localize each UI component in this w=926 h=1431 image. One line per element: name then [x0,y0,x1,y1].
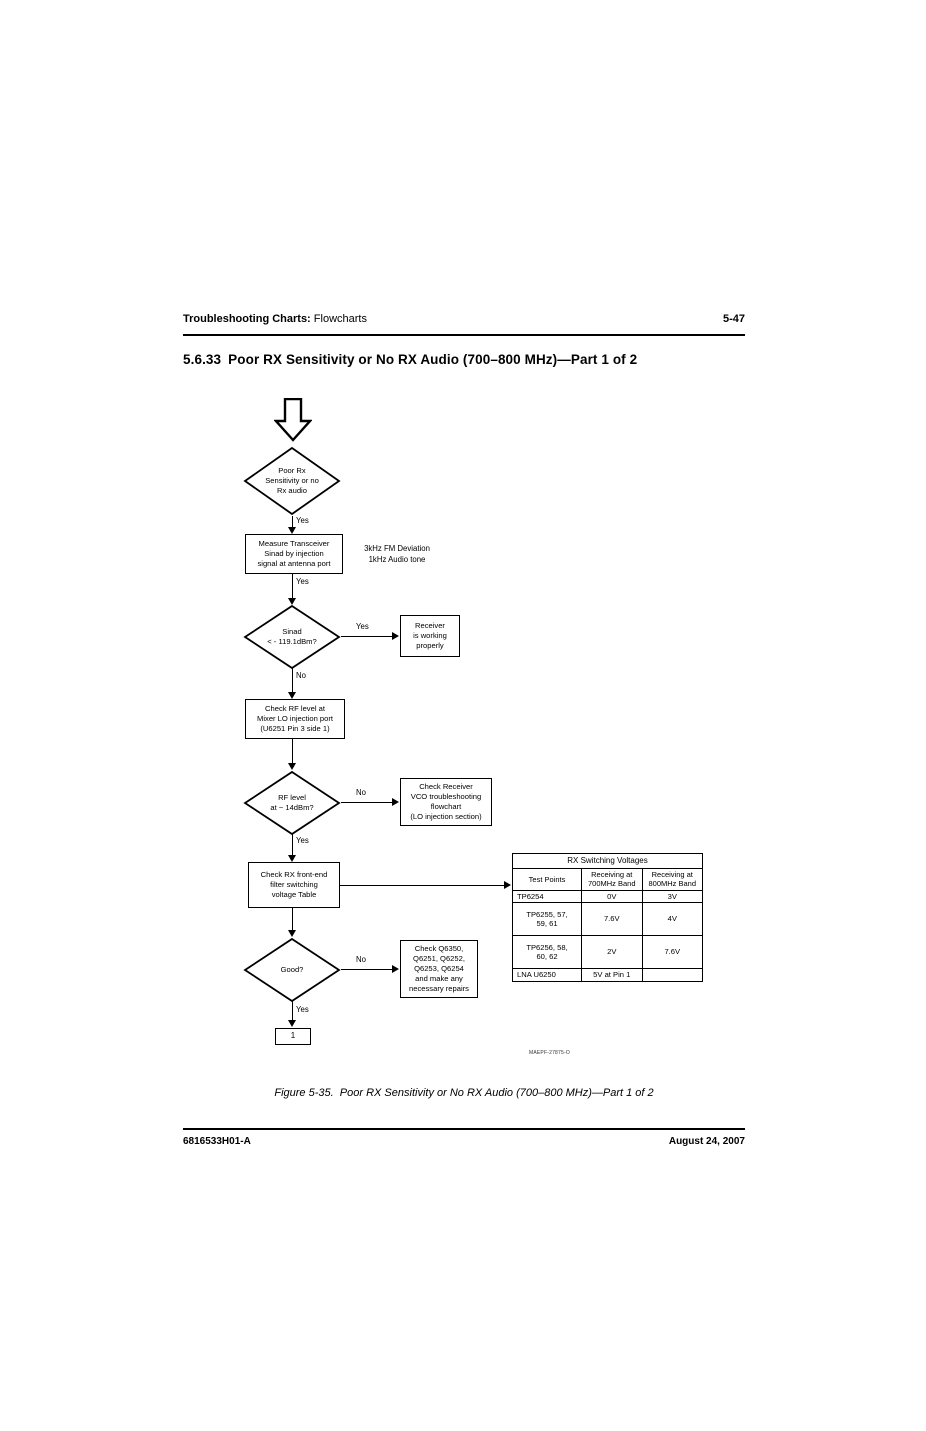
edge-n5-n6-arrow [287,763,296,770]
edge-label-n9-no: No [356,955,366,964]
section-number: 5.6.33 [183,352,222,367]
table-header-700mhz: Receiving at 700MHz Band [581,868,643,891]
process-receiver-working-properly: Receiver is working properly [400,615,460,657]
figure-caption: Figure 5-35. Poor RX Sensitivity or No R… [183,1087,745,1099]
table-header-700mhz-line2: 700MHz Band [587,879,636,889]
edge-n2-n3-arrow [287,598,296,605]
edge-n3-n5-arrow [287,692,296,699]
connector-page-1: 1 [275,1028,311,1045]
table-header-test-points: Test Points [512,868,582,891]
edge-n5-n6-line [292,739,293,765]
edge-label-n2-yes: Yes [296,577,309,586]
table-cell-700: 2V [581,935,643,970]
edge-n9-n10-arrow [392,964,399,973]
edge-n6-n8-line [292,834,293,856]
header-title-rest: Flowcharts [313,313,367,325]
process-check-receiver-vco-flowchart: Check Receiver VCO troubleshooting flowc… [400,778,492,826]
decision-good: Good? [243,937,341,1003]
process-measure-transceiver-sinad: Measure Transceiver Sinad by injection s… [245,534,343,574]
table-header-700mhz-line1: Receiving at [591,870,633,879]
header-title-bold: Troubleshooting Charts: [183,313,311,325]
process-check-rf-level-mixer-lo: Check RF level at Mixer LO injection por… [245,699,345,739]
edge-n8-table-arrow [504,880,511,889]
edge-n2-n3-line [292,574,293,600]
edge-n6-n8-arrow [287,855,296,862]
table-cell-700: 5V at Pin 1 [581,968,643,982]
edge-n3-n4-line [341,636,393,637]
figure-caption-text: Poor RX Sensitivity or No RX Audio (700–… [339,1087,654,1099]
header-rule [183,334,745,336]
footer-date: August 24, 2007 [668,1136,745,1147]
table-header-row: Test Points Receiving at 700MHz Band Rec… [512,868,703,891]
table-header-800mhz: Receiving at 800MHz Band [641,868,703,891]
edge-n9-n11-arrow [287,1020,296,1027]
table-cell-test-point: TP6254 [512,889,582,904]
table-row: TP6256, 58, 60, 62 2V 7.6V [512,935,703,970]
edge-label-n6-no: No [356,788,366,797]
decision-good-label: Good? [280,964,304,974]
table-cell-700: 0V [581,889,643,904]
edge-n8-table-line [340,885,505,886]
decision-rf-level: RF level at ~ 14dBm? [243,770,341,836]
table-cell-800: 4V [641,902,703,937]
edge-n6-n7-line [341,802,393,803]
table-cell-800: 7.6V [641,935,703,970]
edge-label-n6-yes: Yes [296,836,309,845]
process-check-rx-front-end-filter: Check RX front-end filter switching volt… [248,862,340,908]
decision-sinad-threshold-label: Sinad < - 119.1dBm? [267,626,317,646]
header-page-number: 5-47 [722,313,745,325]
section-heading: 5.6.33 Poor RX Sensitivity or No RX Audio… [183,352,637,367]
footer-document-number: 6816533H01-A [183,1136,251,1147]
edge-label-n9-yes: Yes [296,1005,309,1014]
figure-code: MAEPF-27875-O [529,1050,570,1056]
table-cell-test-point: TP6256, 58, 60, 62 [512,935,582,970]
table-row: TP6254 0V 3V [512,889,703,904]
page-footer: 6816533H01-A August 24, 2007 [183,1136,745,1152]
edge-n6-n7-arrow [392,797,399,806]
table-cell-700: 7.6V [581,902,643,937]
edge-label-n1-yes: Yes [296,516,309,525]
table-row: TP6255, 57, 59, 61 7.6V 4V [512,902,703,937]
table-title-row: RX Switching Voltages [512,853,703,869]
edge-n8-n9-line [292,908,293,931]
edge-n8-n9-arrow [287,930,296,937]
process-check-transistors-repairs: Check Q6350, Q6251, Q6252, Q6253, Q6254 … [400,940,478,998]
edge-n1-n2-line [292,516,293,528]
decision-poor-rx-sensitivity: Poor Rx Sensitivity or no Rx audio [243,446,341,516]
page-header: Troubleshooting Charts: Flowcharts 5-47 [183,313,745,331]
decision-poor-rx-sensitivity-label: Poor Rx Sensitivity or no Rx audio [265,465,319,495]
edge-n9-n10-line [341,969,393,970]
table-cell-test-point: TP6255, 57, 59, 61 [512,902,582,937]
note-fm-deviation: 3kHz FM Deviation 1kHz Audio tone [364,544,430,564]
footer-rule [183,1128,745,1130]
table-cell-800: 3V [641,889,703,904]
table-header-800mhz-line1: Receiving at [651,870,693,879]
figure-caption-label: Figure 5-35. [274,1087,334,1099]
section-title-text: Poor RX Sensitivity or No RX Audio (700–… [228,352,638,367]
decision-rf-level-label: RF level at ~ 14dBm? [270,792,314,812]
edge-n3-n4-arrow [392,631,399,640]
edge-n9-n11-line [292,1001,293,1021]
start-arrow-icon [274,398,312,442]
edge-n1-n2-arrow [287,527,296,534]
table-row: LNA U6250 5V at Pin 1 [512,968,703,982]
table-title: RX Switching Voltages [512,853,703,869]
rx-switching-voltages-table: RX Switching Voltages Test Points Receiv… [512,853,703,982]
edge-label-n3-yes: Yes [356,622,369,631]
table-cell-800 [641,968,703,982]
table-header-800mhz-line2: 800MHz Band [648,879,697,889]
table-cell-test-point: LNA U6250 [512,968,582,982]
edge-label-n3-no: No [296,671,306,680]
header-title: Troubleshooting Charts: Flowcharts [183,313,367,325]
edge-n3-n5-line [292,668,293,694]
decision-sinad-threshold: Sinad < - 119.1dBm? [243,604,341,670]
